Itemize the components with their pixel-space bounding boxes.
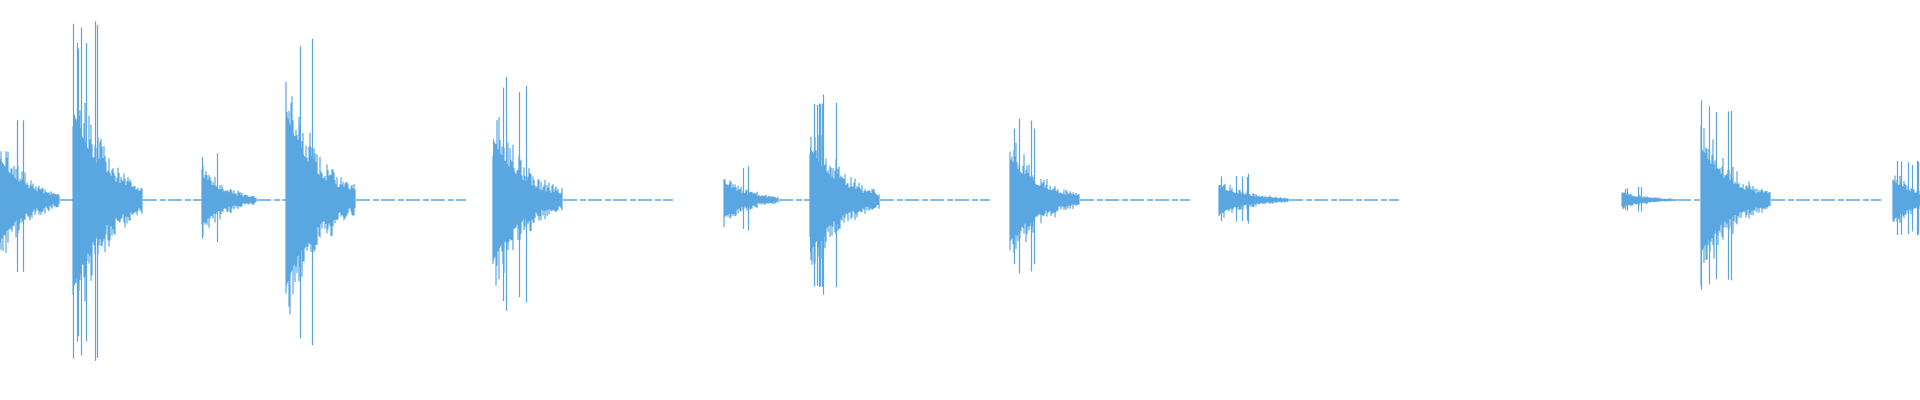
waveform-burst-core <box>286 112 354 288</box>
waveform-burst-core <box>1219 186 1287 214</box>
waveform-burst-core <box>493 138 561 262</box>
waveform-burst <box>1700 100 1881 290</box>
waveform-burst-core <box>73 109 141 291</box>
waveform-burst <box>285 38 466 346</box>
waveform-burst-core <box>810 147 878 253</box>
waveform-burst <box>1009 118 1190 274</box>
waveform-burst <box>72 21 253 361</box>
waveform-burst <box>1892 160 1920 236</box>
waveform-burst <box>492 76 673 311</box>
waveform-burst <box>201 153 297 242</box>
waveform-burst-core <box>1701 147 1769 253</box>
waveform-burst <box>809 94 990 295</box>
waveform-burst <box>1218 173 1399 224</box>
waveform-burst-core <box>0 158 58 242</box>
waveform-bursts <box>0 21 1920 361</box>
waveform-burst-core <box>724 182 778 218</box>
waveform-burst-core <box>202 175 256 225</box>
waveform-burst-core <box>1893 180 1920 220</box>
waveform-burst <box>723 166 819 231</box>
waveform-burst-core <box>1010 158 1078 242</box>
waveform-burst-core <box>1622 193 1676 207</box>
